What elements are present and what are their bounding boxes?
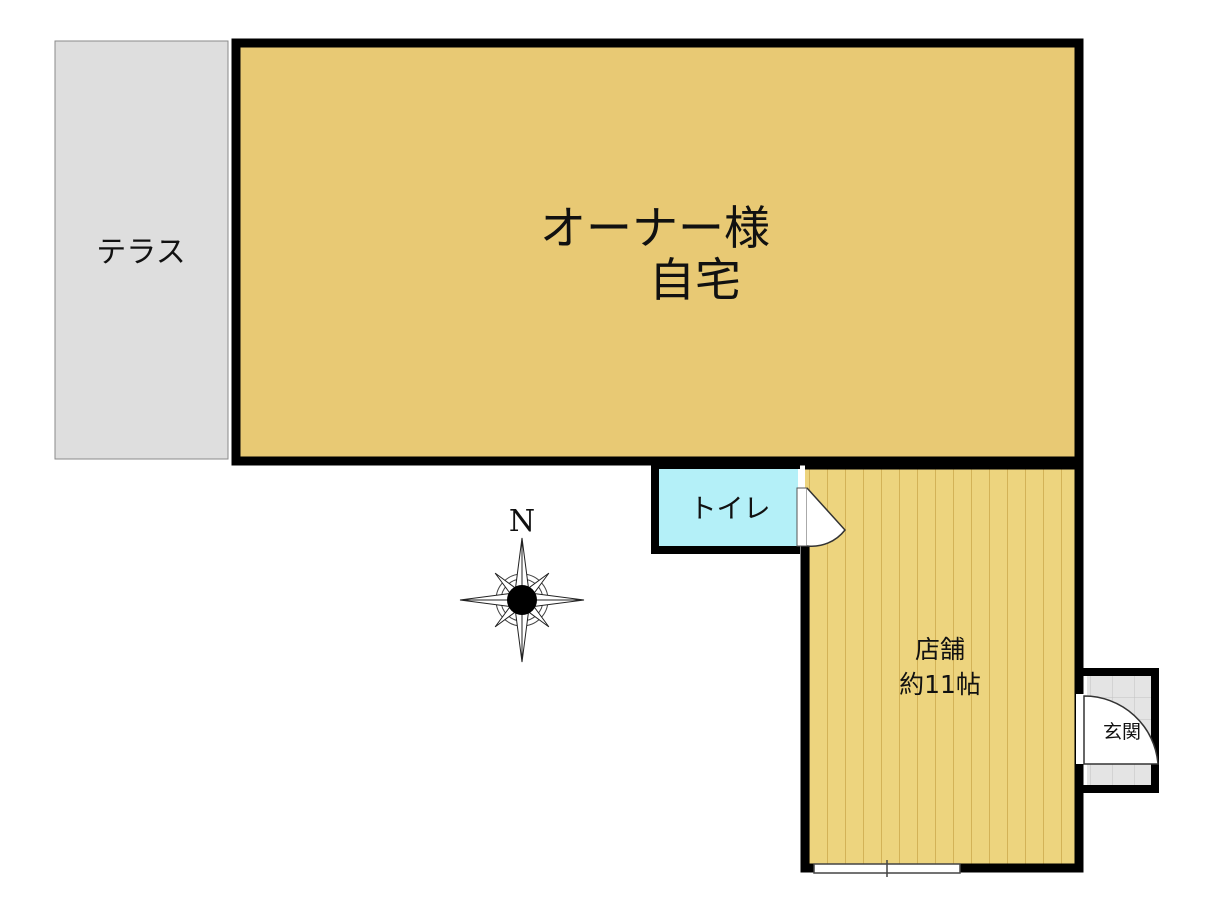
compass-north-label: N: [509, 504, 535, 539]
compass-icon: [459, 537, 585, 663]
shop-room: 店舗 約11帖: [800, 460, 1084, 877]
entrance-room: 玄関: [1076, 668, 1159, 793]
window: [813, 860, 961, 877]
owner-home-room: オーナー様 自宅: [231, 38, 1084, 466]
terrace-area: テラス: [54, 40, 229, 460]
shop-label: 店舗: [915, 635, 965, 664]
owner-home-label: オーナー様: [540, 201, 770, 255]
entrance-label: 玄関: [1103, 721, 1141, 743]
toilet-room: トイレ: [651, 461, 800, 554]
owner-home-label-sub: 自宅: [649, 253, 741, 307]
shop-area-label: 約11帖: [899, 670, 981, 699]
terrace-label: テラス: [96, 235, 185, 270]
toilet-label: トイレ: [690, 494, 771, 525]
toilet-door: [796, 487, 846, 548]
